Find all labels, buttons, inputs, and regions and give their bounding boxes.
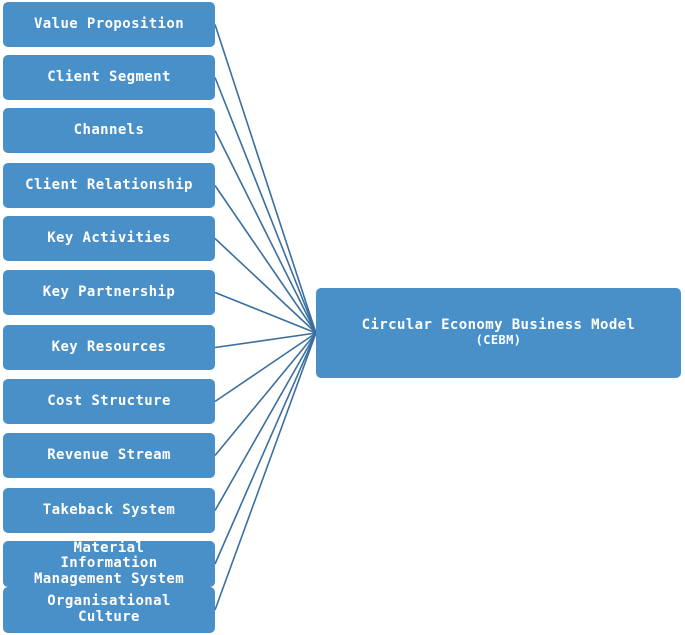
edge-client-segment-to-center	[214, 77, 317, 334]
node-key-resources[interactable]: Key Resources	[3, 325, 215, 370]
edge-takeback-system-to-center	[214, 332, 317, 511]
node-label: Revenue Stream	[47, 446, 171, 463]
node-cost-structure[interactable]: Cost Structure	[3, 379, 215, 424]
edge-cost-structure-to-center	[214, 332, 317, 403]
node-label: Channels	[73, 121, 145, 138]
node-label: Key Partnership	[42, 283, 176, 300]
node-label: Value Proposition	[33, 15, 185, 32]
node-client-relationship[interactable]: Client Relationship	[3, 163, 215, 208]
edge-key-activities-to-center	[214, 237, 317, 334]
edge-organisational-culture-to-center	[214, 332, 317, 611]
edge-key-resources-to-center	[214, 332, 317, 349]
node-revenue-stream[interactable]: Revenue Stream	[3, 433, 215, 478]
node-organisational-culture[interactable]: Organisational Culture	[3, 587, 215, 633]
node-label: Material Information Management System	[33, 539, 185, 587]
edge-key-partnership-to-center	[214, 291, 317, 334]
node-material-information-management-system[interactable]: Material Information Management System	[3, 539, 215, 587]
edge-value-proposition-to-center	[214, 24, 317, 334]
node-label: Key Activities	[47, 229, 171, 246]
node-label: Cost Structure	[47, 392, 171, 409]
edge-client-relationship-to-center	[214, 185, 317, 334]
node-key-activities[interactable]: Key Activities	[3, 216, 215, 261]
node-channels[interactable]: Channels	[3, 108, 215, 153]
node-label: Takeback System	[42, 501, 176, 518]
node-key-partnership[interactable]: Key Partnership	[3, 270, 215, 315]
node-value-proposition[interactable]: Value Proposition	[3, 2, 215, 47]
node-label: Client Segment	[47, 68, 171, 85]
edge-channels-to-center	[214, 130, 317, 334]
node-client-segment[interactable]: Client Segment	[3, 55, 215, 100]
circular-economy-business-model[interactable]: Circular Economy Business Model(CEBM)	[316, 288, 681, 378]
node-label: Key Resources	[51, 338, 167, 355]
center-node-title: Circular Economy Business Model	[361, 317, 636, 334]
node-label: Client Relationship	[25, 176, 193, 193]
center-node-acronym: (CEBM)	[475, 333, 522, 348]
edge-material-information-management-system-to-center	[214, 332, 317, 565]
node-label: Organisational Culture	[47, 593, 171, 625]
node-takeback-system[interactable]: Takeback System	[3, 488, 215, 533]
edge-revenue-stream-to-center	[214, 332, 317, 457]
